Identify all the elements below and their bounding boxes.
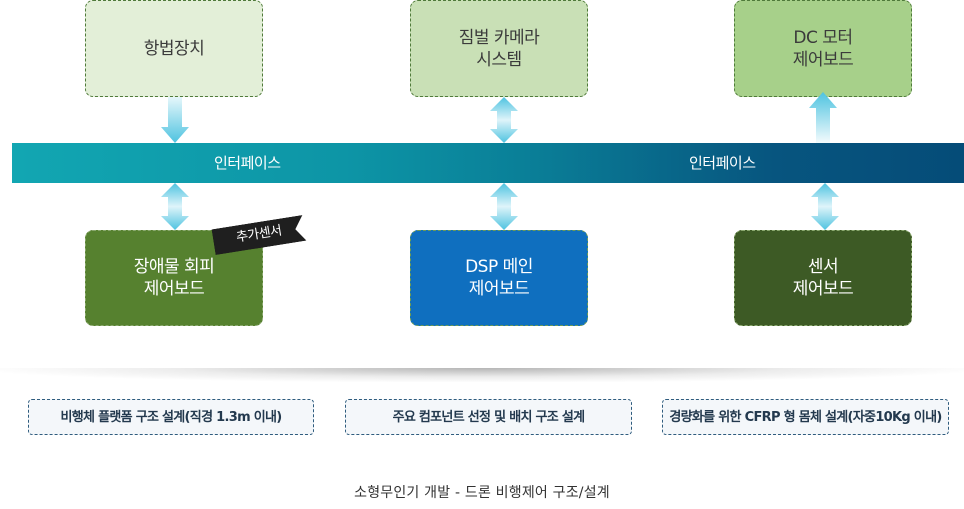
module-gimbal-camera: 짐벌 카메라 시스템 — [410, 0, 588, 97]
arrow-bidirectional-icon — [490, 97, 518, 143]
figure-caption: 소형무인기 개발 - 드론 비행제어 구조/설계 — [354, 485, 610, 501]
module-navigation-unit-label: 항법장치 — [143, 38, 205, 59]
module-obstacle-avoidance-board-label: 장애물 회피 제어보드 — [133, 257, 215, 299]
interface-bus-label-right: 인터페이스 — [689, 154, 756, 172]
module-dc-motor-board: DC 모터 제어보드 — [734, 0, 912, 97]
spec-component-layout: 주요 컴포넌트 선정 및 배치 구조 설계 — [345, 399, 632, 435]
interface-bus: 인터페이스 인터페이스 — [12, 143, 964, 183]
module-dsp-main-board: DSP 메인 제어보드 — [410, 230, 588, 326]
module-dc-motor-board-label: DC 모터 제어보드 — [792, 27, 854, 70]
arrow-bidirectional-icon — [811, 183, 839, 230]
spec-cfrp-body: 경량화를 위한 CFRP 형 몸체 설계(자중10Kg 이내) — [662, 399, 949, 435]
divider-shadow — [0, 368, 964, 382]
arrow-bidirectional-icon — [490, 183, 518, 230]
arrow-up-icon — [809, 92, 837, 143]
module-navigation-unit: 항법장치 — [85, 0, 263, 97]
spec-platform-structure: 비행체 플랫폼 구조 설계(직경 1.3m 이내) — [28, 399, 314, 435]
module-dsp-main-board-label: DSP 메인 제어보드 — [465, 257, 533, 299]
module-sensor-board: 센서 제어보드 — [734, 230, 912, 326]
arrow-bidirectional-icon — [161, 183, 189, 230]
module-sensor-board-label: 센서 제어보드 — [792, 257, 854, 299]
module-gimbal-camera-label: 짐벌 카메라 시스템 — [458, 27, 540, 70]
interface-bus-label-left: 인터페이스 — [214, 154, 281, 172]
arrow-down-icon — [161, 97, 189, 143]
